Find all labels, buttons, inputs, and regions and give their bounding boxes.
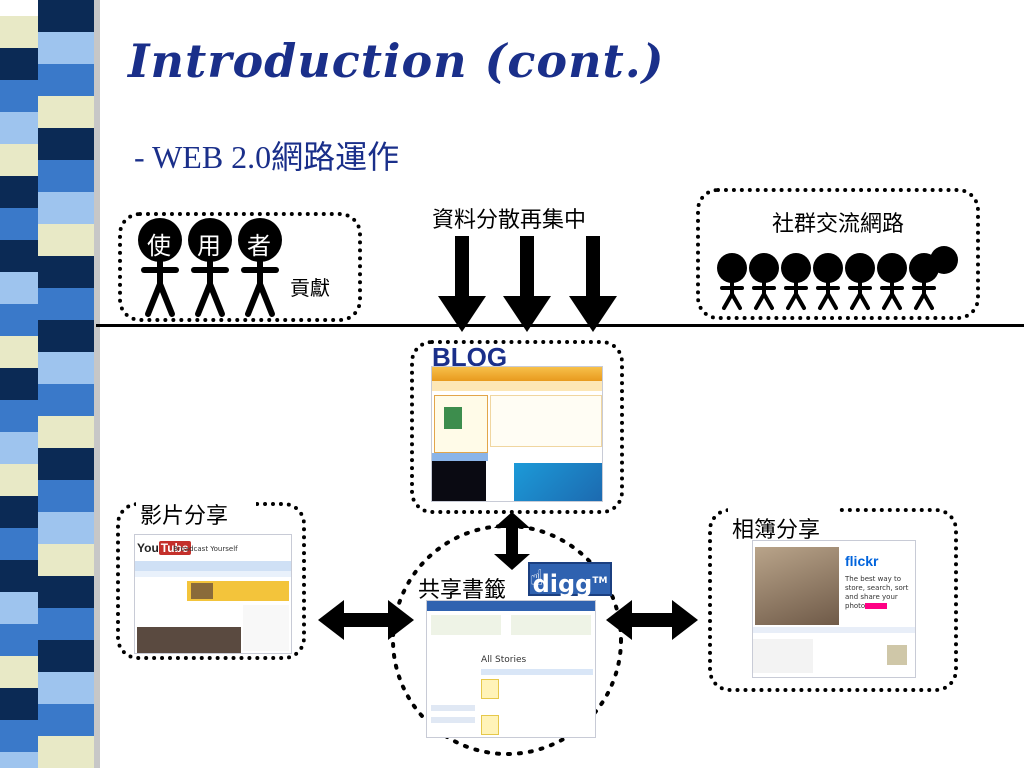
decorative-side-bar xyxy=(0,0,100,768)
contribute-label: 貢獻 xyxy=(290,276,330,300)
user-glyph-2: 用 xyxy=(197,232,221,260)
divider-line xyxy=(96,324,1024,327)
digg-all-stories: All Stories xyxy=(481,655,527,665)
users-contribute-box xyxy=(118,212,362,322)
social-network-box xyxy=(696,188,980,320)
user-figures xyxy=(138,218,282,317)
blog-screenshot xyxy=(431,366,603,502)
digg-screenshot: All Stories xyxy=(426,600,596,738)
social-network-label: 社群交流網路 xyxy=(772,212,905,237)
flickr-tagline: The best way to store, search, sort and … xyxy=(845,575,909,610)
right-double-arrow xyxy=(606,600,698,640)
distribute-collect-label: 資料分散再集中 xyxy=(432,208,587,233)
bookmark-share-circle xyxy=(391,524,623,756)
flickr-screenshot: flickr The best way to store, search, so… xyxy=(752,540,916,678)
video-share-label: 影片分享 xyxy=(140,504,229,529)
youtube-tagline: Broadcast Yourself xyxy=(173,545,238,553)
user-glyph-3: 者 xyxy=(247,232,271,260)
youtube-tube: Tube xyxy=(158,541,191,555)
down-arrows xyxy=(438,236,617,332)
digg-logo: diggTM xyxy=(528,562,612,598)
youtube-you: You xyxy=(137,541,159,555)
blog-box xyxy=(410,340,624,514)
cursor-hand-icon: ☝ xyxy=(530,566,544,591)
slide-title: Introduction (cont.) xyxy=(128,34,665,88)
social-crowd-figures xyxy=(717,246,958,310)
bookmark-share-label: 共享書籤 xyxy=(418,578,507,603)
user-glyph-1: 使 xyxy=(147,232,171,260)
vertical-double-arrow xyxy=(494,512,530,570)
left-double-arrow xyxy=(318,600,414,640)
flickr-logo: flickr xyxy=(845,553,879,569)
photo-share-label: 相簿分享 xyxy=(732,518,821,543)
slide-subtitle: - WEB 2.0網路運作 xyxy=(134,139,400,175)
